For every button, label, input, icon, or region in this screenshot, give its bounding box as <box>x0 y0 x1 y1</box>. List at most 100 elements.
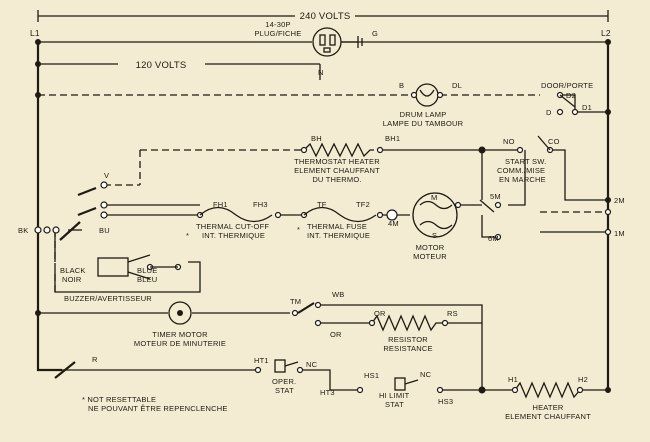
label-drum-lamp-dl: DL <box>452 81 462 90</box>
label-thermostat-heater: THERMOSTAT HEATER <box>294 157 380 166</box>
label-tm: TM <box>290 297 301 306</box>
label-start-co: CO <box>548 137 560 146</box>
label-drum-lamp: DRUM LAMP <box>400 110 447 119</box>
label-timer-bk: BK <box>18 226 28 235</box>
label-thermal-cutoff: THERMAL CUT-OFF <box>196 222 269 231</box>
label-element-chauffant: ELEMENT CHAUFFANT <box>505 412 591 421</box>
junction-dots <box>35 39 611 393</box>
label-l2: L2 <box>601 28 611 38</box>
label-resistor-or: OR <box>374 309 386 318</box>
label-ht1: HT1 <box>254 356 269 365</box>
label-motor-m: M <box>431 193 437 202</box>
drum-lamp-icon <box>410 83 444 107</box>
label-oper-nc: NC <box>306 360 318 369</box>
label-thermal-fuse: THERMAL FUSE <box>307 222 367 231</box>
label-motor-1m: 1M <box>614 229 625 238</box>
tm-switch-icon <box>291 301 322 327</box>
label-fuse-int-thermique: INT. THERMIQUE <box>307 231 370 240</box>
label-buzzer-blue: BLUE <box>137 266 157 275</box>
door-switch-icon <box>556 91 579 116</box>
label-fh1: FH1 <box>213 200 228 209</box>
label-resistance: RESISTANCE <box>383 344 432 353</box>
start-switch-icon <box>478 135 554 154</box>
label-120-volts: 120 VOLTS <box>136 60 187 71</box>
label-tf2: TF2 <box>356 200 370 209</box>
thermal-cutoff-icon <box>196 206 282 223</box>
label-motor-6m: 6M <box>488 234 499 243</box>
label-door: DOOR/PORTE <box>541 81 593 90</box>
label-hi-nc: NC <box>420 370 432 379</box>
label-plug-n: N <box>318 68 324 77</box>
label-h2: H2 <box>578 375 588 384</box>
thermostat-heater-coil <box>300 142 384 158</box>
label-hi-limit: HI LIMIT <box>379 391 410 400</box>
note-not-resettable: * NOT RESETTABLE <box>82 395 156 404</box>
label-fh3: FH3 <box>253 200 268 209</box>
label-resistor-rs: RS <box>447 309 458 318</box>
label-tf: TF <box>317 200 327 209</box>
label-motor: MOTOR <box>416 243 445 252</box>
hi-limit-icon <box>356 377 444 394</box>
label-h1: H1 <box>508 375 518 384</box>
oper-stat-icon <box>254 359 304 374</box>
label-buzzer: BUZZER/AVERTISSEUR <box>64 294 152 303</box>
label-timer-r: R <box>92 355 98 364</box>
label-buzzer-black: BLACK <box>60 266 86 275</box>
label-du-thermo: DU THERMO. <box>312 175 361 184</box>
label-bh1: BH1 <box>385 134 400 143</box>
label-motor-s: S <box>432 231 437 240</box>
timer-terminals <box>34 181 108 379</box>
label-start-sw: START SW. <box>505 157 546 166</box>
label-wb: WB <box>332 290 344 299</box>
label-hs3: HS3 <box>438 397 453 406</box>
label-moteur-de-minuterie: MOTEUR DE MINUTERIE <box>134 339 226 348</box>
label-heater: HEATER <box>532 403 563 412</box>
label-motor-4m: 4M <box>388 219 399 228</box>
label-l1: L1 <box>30 28 40 38</box>
label-start-no: NO <box>503 137 515 146</box>
label-tm-or: OR <box>330 330 342 339</box>
label-door-d1: D1 <box>582 103 592 112</box>
label-oper-stat: STAT <box>275 386 294 395</box>
label-resistor: RESISTOR <box>388 335 428 344</box>
label-en-marche: EN MARCHE <box>499 175 546 184</box>
label-240-volts: 240 VOLTS <box>300 11 351 22</box>
label-plug: PLUG/FICHE <box>254 29 301 38</box>
label-lampe-du-tambour: LAMPE DU TAMBOUR <box>383 119 464 128</box>
label-moteur: MOTEUR <box>413 252 447 261</box>
label-bh: BH <box>311 134 322 143</box>
resistor-icon <box>368 314 449 332</box>
label-door-d: D <box>546 108 552 117</box>
label-timer-v: V <box>104 171 109 180</box>
label-cutoff-int-thermique: INT. THERMIQUE <box>202 231 265 240</box>
label-timer-motor: TIMER MOTOR <box>152 330 208 339</box>
label-timer-bu: BU <box>99 226 110 235</box>
label-plug-g: G <box>372 29 378 38</box>
plug-icon <box>312 27 363 57</box>
label-fuse-star: * <box>297 225 300 234</box>
note-repenclenche: NE POUVANT ÊTRE REPENCLENCHE <box>88 404 228 413</box>
label-door-d2: D2 <box>566 91 576 100</box>
label-ht3: HT3 <box>320 388 335 397</box>
label-drum-lamp-b: B <box>399 81 404 90</box>
label-cutoff-star: * <box>186 231 189 240</box>
motor-icon <box>386 192 612 241</box>
heater-row-wire <box>62 369 360 391</box>
timer-motor-icon <box>168 301 192 325</box>
thermal-fuse-icon <box>300 206 384 223</box>
buzzer-icon <box>97 254 182 280</box>
label-element-chauffant-thermo: ELEMENT CHAUFFANT <box>294 166 380 175</box>
heater-icon <box>478 381 584 399</box>
label-buzzer-noir: NOIR <box>62 275 82 284</box>
label-motor-2m: 2M <box>614 196 625 205</box>
label-hs1: HS1 <box>364 371 379 380</box>
label-comm-mise: COMM./MISE <box>497 166 545 175</box>
label-buzzer-bleu: BLEU <box>137 275 157 284</box>
l1-bus-lower <box>36 230 62 372</box>
label-plug-model: 14-30P <box>265 20 290 29</box>
label-oper: OPER. <box>272 377 296 386</box>
label-motor-5m: 5M <box>490 192 501 201</box>
label-hi-limit-stat: STAT <box>385 400 404 409</box>
start-switch-wire <box>482 149 608 201</box>
